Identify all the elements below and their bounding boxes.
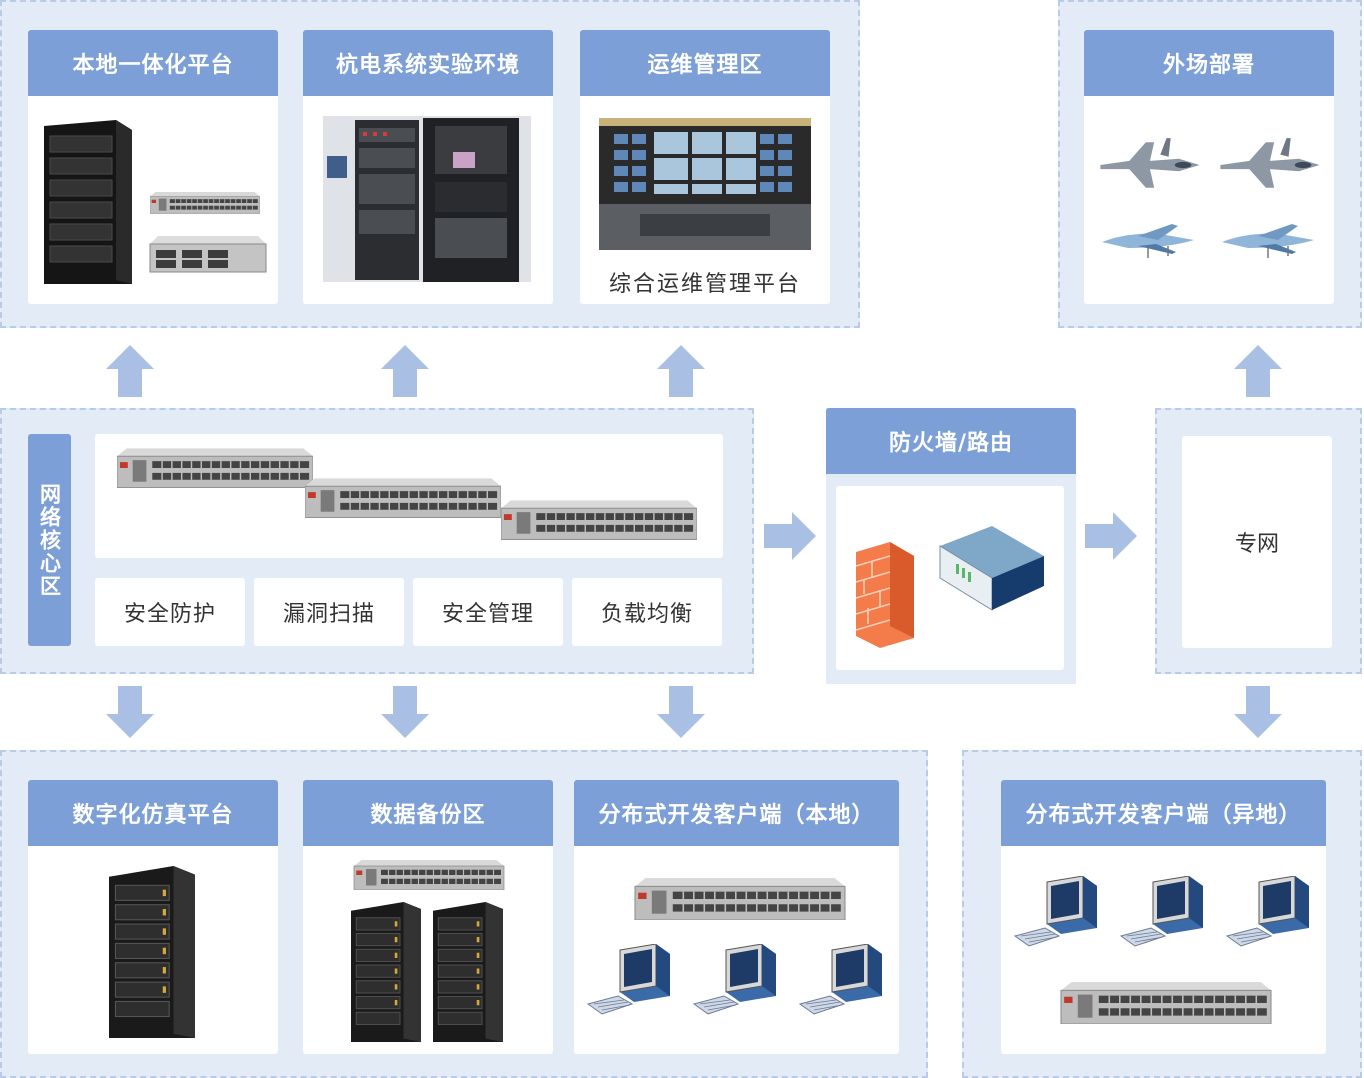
firewall-icon: [855, 542, 914, 648]
lab-env-title: 杭电系统实验环境: [303, 30, 553, 96]
aircraft-group: [1084, 96, 1334, 304]
network-switch-icon: [633, 878, 847, 920]
client-local-title: 分布式开发客户端（本地）: [574, 780, 899, 846]
sim-platform-image: [28, 846, 278, 1054]
client-local-card: 分布式开发客户端（本地）: [574, 780, 899, 1054]
fighter-jet-icon: [1220, 138, 1320, 188]
workstation-icon: [1226, 876, 1310, 947]
arrow-down-icon: [106, 686, 154, 738]
uav-icon: [1221, 223, 1315, 259]
router-icon: [939, 526, 1044, 611]
core-switch-pane: [95, 434, 723, 558]
client-remote-title: 分布式开发客户端（异地）: [1001, 780, 1326, 846]
arrow-up-icon: [657, 345, 705, 397]
arrow-down-icon: [657, 686, 705, 738]
feature-security-management: 安全管理: [413, 578, 563, 646]
server-rack-icon: [432, 902, 504, 1042]
workstation-icon: [693, 944, 777, 1015]
firewall-card: 防火墙/路由: [826, 408, 1076, 684]
workstation-icon: [1014, 876, 1098, 947]
local-platform-image: [28, 96, 278, 304]
field-deploy-title: 外场部署: [1084, 30, 1334, 96]
server-rack-icon: [350, 902, 422, 1042]
arrow-right-icon: [764, 512, 816, 560]
arrow-up-icon: [106, 345, 154, 397]
workstation-icon: [799, 944, 883, 1015]
backup-title: 数据备份区: [303, 780, 553, 846]
network-switch-icon: [501, 500, 697, 540]
ops-zone-title: 运维管理区: [580, 30, 830, 96]
ops-platform-caption: 综合运维管理平台: [608, 272, 801, 297]
workstation-icon: [1120, 876, 1204, 947]
sim-platform-card: 数字化仿真平台: [28, 780, 278, 1054]
ops-video-wall: [599, 118, 811, 250]
field-deploy-card: 外场部署: [1084, 30, 1334, 304]
workstation-icon: [587, 944, 671, 1015]
arrow-down-icon: [1234, 686, 1282, 738]
client-remote-card: 分布式开发客户端（异地）: [1001, 780, 1326, 1054]
lab-env-card: 杭电系统实验环境: [303, 30, 553, 304]
local-platform-card: 本地一体化平台: [28, 30, 278, 304]
arrow-down-icon: [381, 686, 429, 738]
arrow-up-icon: [381, 345, 429, 397]
feature-vuln-scan: 漏洞扫描: [254, 578, 404, 646]
server-rack-icon: [108, 866, 196, 1038]
client-remote-image: [1001, 846, 1326, 1054]
lab-env-photo: [303, 96, 553, 304]
fighter-jet-icon: [1100, 138, 1200, 188]
feature-load-balancing: 负载均衡: [572, 578, 722, 646]
firewall-title: 防火墙/路由: [826, 408, 1076, 474]
uav-icon: [1101, 223, 1195, 259]
arrow-up-icon: [1234, 345, 1282, 397]
local-platform-title: 本地一体化平台: [28, 30, 278, 96]
sim-platform-title: 数字化仿真平台: [28, 780, 278, 846]
network-switch-icon: [353, 860, 505, 890]
backup-card: 数据备份区: [303, 780, 553, 1054]
private-net-pane: 专网: [1182, 436, 1332, 648]
feature-security-protection: 安全防护: [95, 578, 245, 646]
network-switch-icon: [1059, 982, 1273, 1024]
client-local-image: [574, 846, 899, 1054]
private-net-label: 专网: [1234, 532, 1279, 557]
network-switch-icon: [305, 478, 501, 518]
backup-image: [303, 846, 553, 1054]
core-zone-label: 网络核心区: [28, 434, 71, 646]
firewall-icon-pane: [836, 486, 1064, 670]
arrow-right-icon: [1085, 512, 1137, 560]
network-switch-icon: [117, 448, 313, 488]
ops-zone-card: 运维管理区 综合运维管理平台: [580, 30, 830, 304]
